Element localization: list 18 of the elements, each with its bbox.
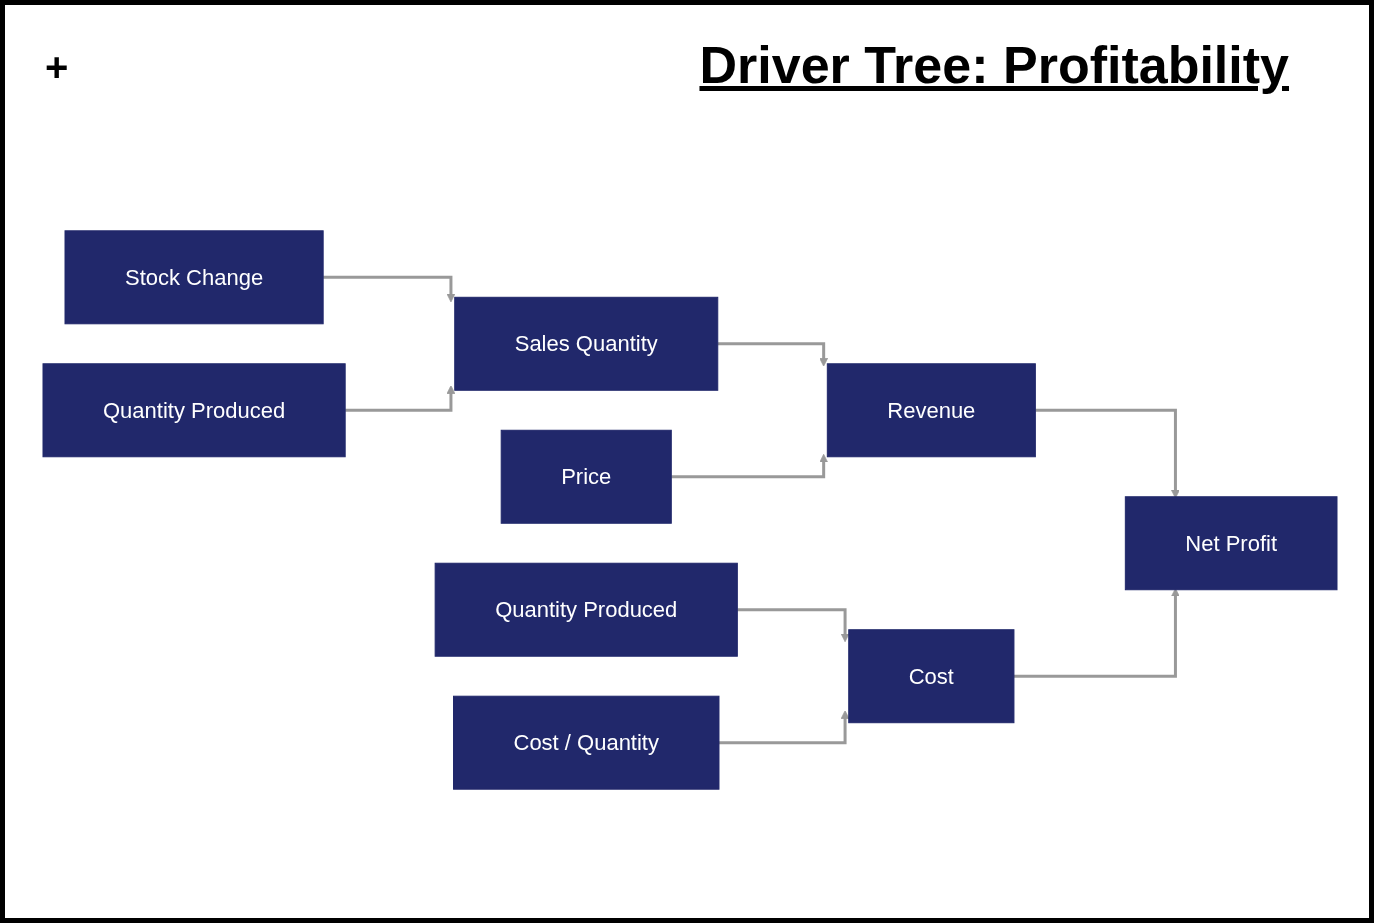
node-box: Quantity Produced [42,363,346,458]
arrow [717,342,829,367]
arrow [671,453,829,479]
node-box: Cost [848,629,1015,724]
node-box: Revenue [826,363,1036,458]
node-box: Sales Quantity [454,296,719,391]
arrow [719,710,850,745]
arrow [1013,588,1180,678]
node-box: Stock Change [64,230,324,325]
plus-sign: + [45,45,69,89]
node-box: Net Profit [1124,496,1338,591]
arrow [345,385,456,412]
diagram-title: Driver Tree: Profitability [699,35,1289,95]
arrow [737,608,850,643]
node-box: Cost / Quantity [453,695,720,790]
node-box: Price [500,429,672,524]
arrow [323,275,456,303]
node-box: Quantity Produced [434,562,738,657]
